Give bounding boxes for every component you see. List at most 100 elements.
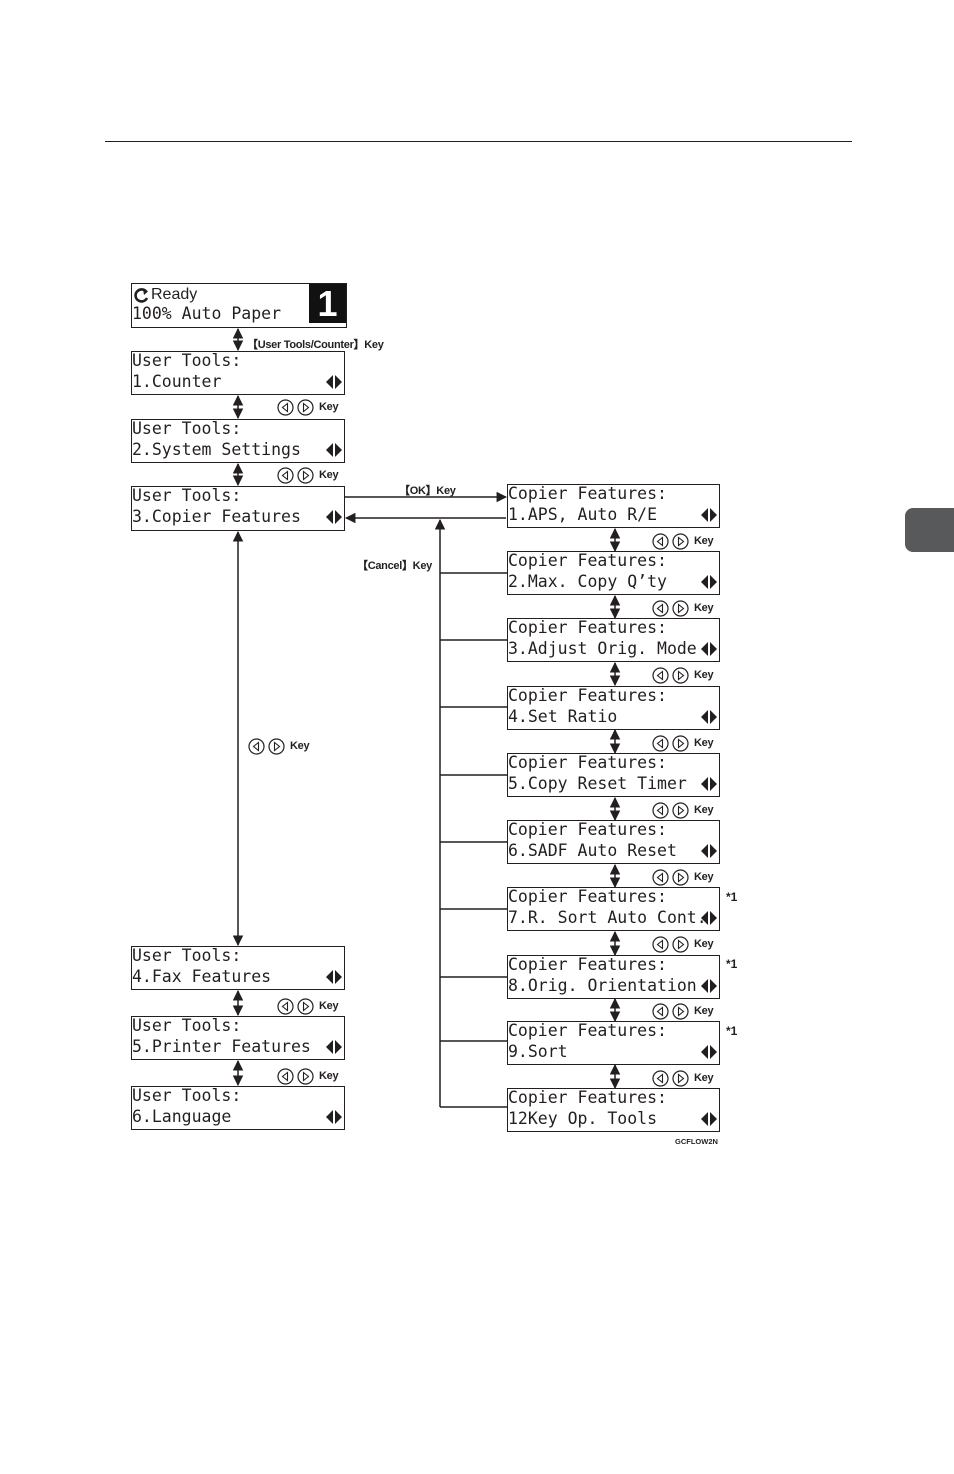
user-tools-screen-2: User Tools: 2.System Settings (131, 419, 345, 463)
copier-features-screen-5: Copier Features: 5.Copy Reset Timer (507, 753, 720, 797)
right-arrow-key-icon (297, 1067, 314, 1085)
left-right-scroll-icon (326, 443, 342, 457)
right-arrow-key-icon (297, 997, 314, 1015)
menu-item-set-ratio: 4.Set Ratio (508, 707, 618, 726)
left-right-scroll-icon (326, 1110, 342, 1124)
left-arrow-key-icon (652, 1069, 669, 1087)
user-tools-screen-3: User Tools: 3.Copier Features (131, 486, 345, 531)
menu-item-language: 6.Language (132, 1107, 232, 1126)
left-arrow-key-icon (277, 1067, 294, 1085)
left-arrow-key-icon (652, 532, 669, 550)
left-arrow-key-icon (652, 868, 669, 886)
left-arrow-key-icon (652, 935, 669, 953)
screen-title: Copier Features: (508, 955, 667, 974)
screen-title: User Tools: (132, 1016, 242, 1035)
left-arrow-key-icon (652, 599, 669, 617)
nav-key-label: Key (694, 1005, 714, 1017)
ready-cycle-icon (134, 288, 149, 303)
left-right-scroll-icon (701, 642, 717, 656)
right-arrow-key-icon (672, 734, 689, 752)
left-right-scroll-icon (326, 510, 342, 524)
screen-title: User Tools: (132, 351, 242, 370)
left-right-scroll-icon (701, 575, 717, 589)
left-right-scroll-icon (701, 844, 717, 858)
left-arrow-key-icon (277, 398, 294, 416)
nav-key-group: Key (277, 997, 339, 1015)
left-right-scroll-icon (701, 777, 717, 791)
copier-features-screen-8: Copier Features: 8.Orig. Orientation (507, 955, 720, 999)
nav-key-group: Key (248, 737, 310, 755)
nav-key-label: Key (694, 737, 714, 749)
screen-title: Copier Features: (508, 1088, 667, 1107)
nav-key-group: Key (652, 734, 714, 752)
user-tools-screen-6: User Tools: 6.Language (131, 1086, 345, 1130)
nav-key-label: Key (290, 740, 310, 752)
left-right-scroll-icon (326, 375, 342, 389)
user-tools-counter-key-label: 【User Tools/Counter】Key (247, 339, 384, 351)
copier-features-screen-10: Copier Features: 12Key Op. Tools (507, 1088, 720, 1132)
copier-features-screen-7: Copier Features: 7.R. Sort Auto Cont. (507, 887, 720, 931)
right-arrow-key-icon (672, 801, 689, 819)
user-tools-screen-5: User Tools: 5.Printer Features (131, 1016, 345, 1060)
footnote-marker: *1 (726, 1024, 738, 1038)
left-arrow-key-icon (248, 737, 265, 755)
nav-key-label: Key (694, 871, 714, 883)
nav-key-group: Key (277, 1067, 339, 1085)
nav-key-label: Key (694, 602, 714, 614)
menu-item-key-op-tools: 12Key Op. Tools (508, 1109, 658, 1128)
paper-status-text: 100% Auto Paper (132, 304, 282, 323)
left-right-scroll-icon (701, 508, 717, 522)
nav-key-label: Key (694, 804, 714, 816)
nav-key-group: Key (652, 532, 714, 550)
copier-features-screen-2: Copier Features: 2.Max. Copy Q’ty (507, 551, 720, 595)
footnote-marker: *1 (726, 957, 738, 971)
initial-display: Ready 100% Auto Paper 1 (131, 283, 347, 328)
right-arrow-key-icon (672, 532, 689, 550)
menu-item-sort: 9.Sort (508, 1042, 568, 1061)
menu-item-sadf-auto-reset: 6.SADF Auto Reset (508, 841, 677, 860)
menu-item-copier-features: 3.Copier Features (132, 507, 301, 526)
screen-title: User Tools: (132, 1086, 242, 1105)
left-arrow-key-icon (652, 734, 669, 752)
left-right-scroll-icon (326, 1040, 342, 1054)
menu-item-orig-orientation: 8.Orig. Orientation (508, 976, 697, 995)
right-arrow-key-icon (672, 666, 689, 684)
nav-key-group: Key (277, 398, 339, 416)
nav-key-label: Key (694, 669, 714, 681)
left-arrow-key-icon (277, 466, 294, 484)
left-arrow-key-icon (652, 666, 669, 684)
screen-title: Copier Features: (508, 820, 667, 839)
menu-item-printer-features: 5.Printer Features (132, 1037, 311, 1056)
nav-key-label: Key (319, 401, 339, 413)
screen-title: Copier Features: (508, 618, 667, 637)
cancel-key-label: 【Cancel】Key (357, 560, 432, 572)
copier-features-screen-6: Copier Features: 6.SADF Auto Reset (507, 820, 720, 864)
menu-item-r-sort-auto-cont: 7.R. Sort Auto Cont. (508, 908, 707, 927)
left-right-scroll-icon (701, 1045, 717, 1059)
screen-title: User Tools: (132, 486, 242, 505)
nav-key-label: Key (319, 1070, 339, 1082)
menu-item-max-copy-qty: 2.Max. Copy Q’ty (508, 572, 667, 591)
copier-features-screen-1: Copier Features: 1.APS, Auto R/E (507, 484, 720, 528)
left-right-scroll-icon (326, 970, 342, 984)
screen-title: Copier Features: (508, 484, 667, 503)
left-arrow-key-icon (652, 1002, 669, 1020)
left-right-scroll-icon (701, 710, 717, 724)
nav-key-label: Key (694, 535, 714, 547)
screen-title: Copier Features: (508, 887, 667, 906)
copier-features-screen-4: Copier Features: 4.Set Ratio (507, 686, 720, 730)
menu-item-system-settings: 2.System Settings (132, 440, 301, 459)
nav-key-group: Key (652, 1069, 714, 1087)
screen-title: Copier Features: (508, 1021, 667, 1040)
ready-text: Ready (151, 286, 198, 303)
chapter-tab (905, 508, 954, 552)
screen-title: Copier Features: (508, 753, 667, 772)
nav-key-label: Key (319, 469, 339, 481)
menu-item-fax-features: 4.Fax Features (132, 967, 272, 986)
left-right-scroll-icon (701, 1112, 717, 1126)
nav-key-group: Key (652, 1002, 714, 1020)
figure-code: GCFLOW2N (675, 1137, 718, 1146)
left-arrow-key-icon (277, 997, 294, 1015)
screen-title: User Tools: (132, 946, 242, 965)
